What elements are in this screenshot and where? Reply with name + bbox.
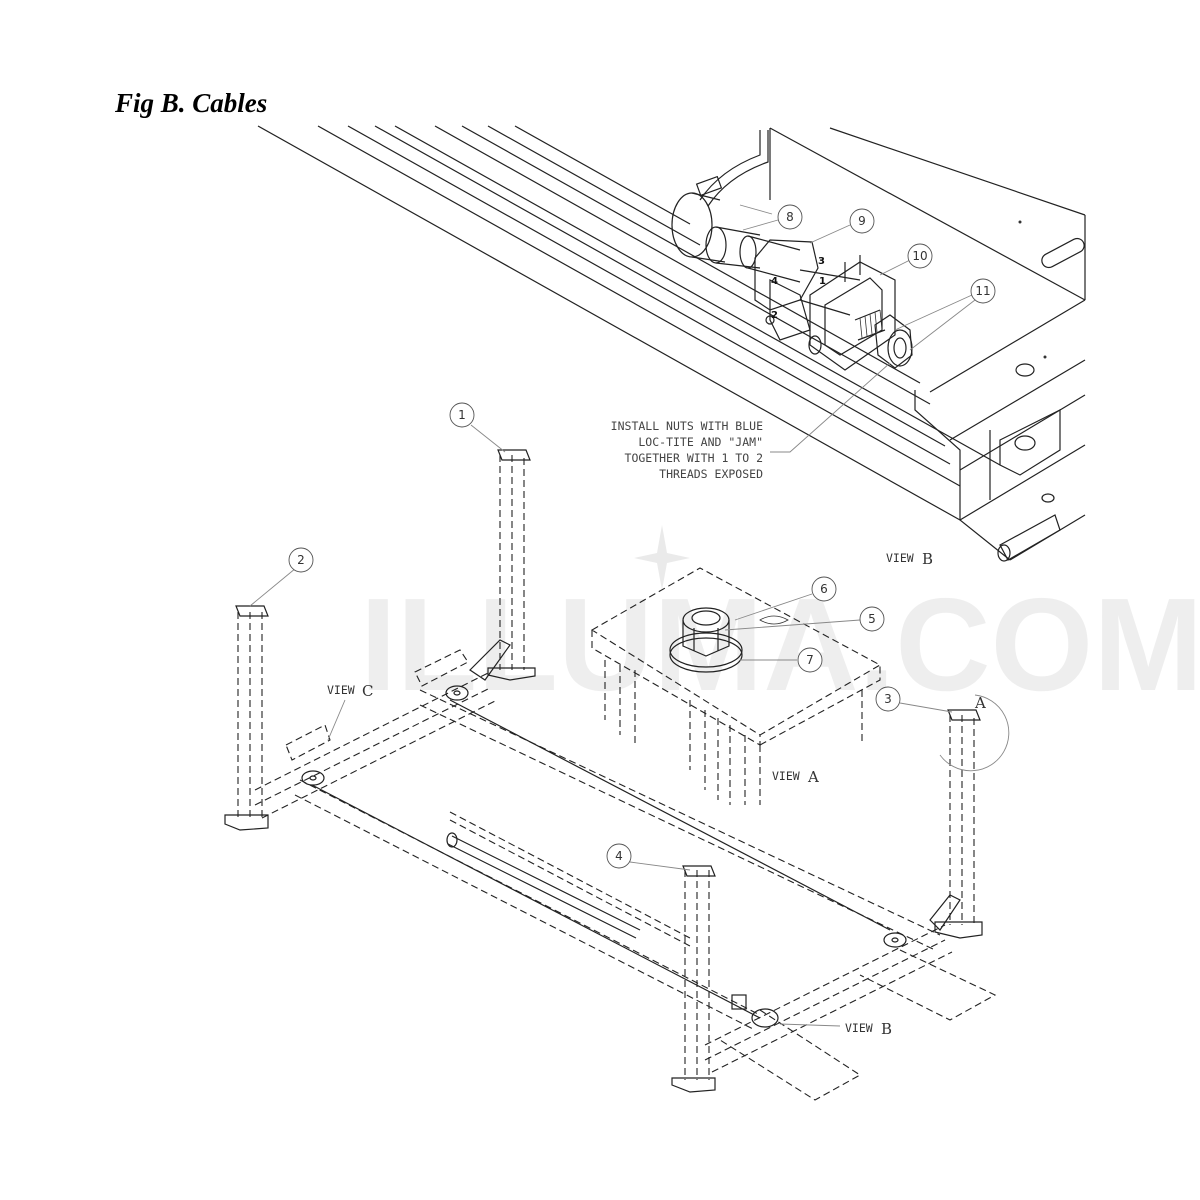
note-line-2: LOC-TITE AND "JAM" bbox=[638, 435, 763, 449]
callout-1-number: 1 bbox=[458, 408, 466, 422]
view-b-detail: 4 3 1 2 bbox=[257, 125, 1086, 562]
part-mark-1: 1 bbox=[819, 276, 826, 287]
part-mark-4: 4 bbox=[771, 276, 778, 287]
view-b-letter: B bbox=[922, 550, 933, 568]
callout-9-number: 9 bbox=[858, 214, 866, 228]
watermark-text: ILLUMA.COM bbox=[360, 571, 1200, 718]
part-mark-3: 3 bbox=[818, 256, 825, 267]
detail-a-circle bbox=[939, 694, 1010, 772]
callout-4: 4 bbox=[606, 843, 632, 869]
callout-10-number: 10 bbox=[912, 249, 927, 263]
callout-11-number: 11 bbox=[975, 284, 990, 298]
callout-11: 11 bbox=[970, 278, 996, 304]
lift-frame bbox=[224, 449, 997, 1101]
note-line-4: THREADS EXPOSED bbox=[659, 467, 763, 481]
callout-8-number: 8 bbox=[786, 210, 794, 224]
view-c-prefix: VIEW bbox=[327, 683, 355, 697]
callout-10: 10 bbox=[907, 243, 933, 269]
callout-8: 8 bbox=[777, 204, 803, 230]
callout-5: 5 bbox=[859, 606, 885, 632]
watermark-star-icon bbox=[634, 525, 690, 590]
callout-6: 6 bbox=[811, 576, 837, 602]
callout-3-number: 3 bbox=[884, 692, 892, 706]
view-a-label: VIEW A bbox=[772, 768, 819, 786]
callout-1: 1 bbox=[449, 402, 475, 428]
note-line-1: INSTALL NUTS WITH BLUE bbox=[611, 419, 763, 433]
note-line-3: TOGETHER WITH 1 TO 2 bbox=[625, 451, 763, 465]
callout-6-number: 6 bbox=[820, 582, 828, 596]
view-b-lower-letter: B bbox=[881, 1020, 892, 1038]
view-c-label: VIEW C bbox=[327, 682, 373, 700]
view-a-prefix: VIEW bbox=[772, 769, 800, 783]
view-b-label: VIEW B bbox=[886, 550, 933, 568]
callout-4-number: 4 bbox=[615, 849, 623, 863]
callout-3: 3 bbox=[875, 686, 901, 712]
view-b-lower-prefix: VIEW bbox=[845, 1021, 873, 1035]
view-a-detail bbox=[590, 567, 882, 805]
figure-title: Fig B. Cables bbox=[115, 88, 268, 118]
view-c-letter: C bbox=[362, 682, 373, 700]
callout-7-number: 7 bbox=[806, 653, 814, 667]
callout-9: 9 bbox=[849, 208, 875, 234]
view-a-letter: A bbox=[807, 768, 819, 786]
detail-a-letter: A bbox=[974, 694, 986, 712]
install-note: INSTALL NUTS WITH BLUE LOC-TITE AND "JAM… bbox=[611, 419, 763, 481]
callout-2-number: 2 bbox=[297, 553, 305, 567]
callout-5-number: 5 bbox=[868, 612, 876, 626]
watermark: ILLUMA.COM bbox=[360, 525, 1200, 718]
part-mark-2: 2 bbox=[771, 310, 778, 321]
callout-2: 2 bbox=[288, 547, 314, 573]
view-b-lower-label: VIEW B bbox=[845, 1020, 892, 1038]
callout-7: 7 bbox=[797, 647, 823, 673]
view-b-prefix: VIEW bbox=[886, 551, 914, 565]
